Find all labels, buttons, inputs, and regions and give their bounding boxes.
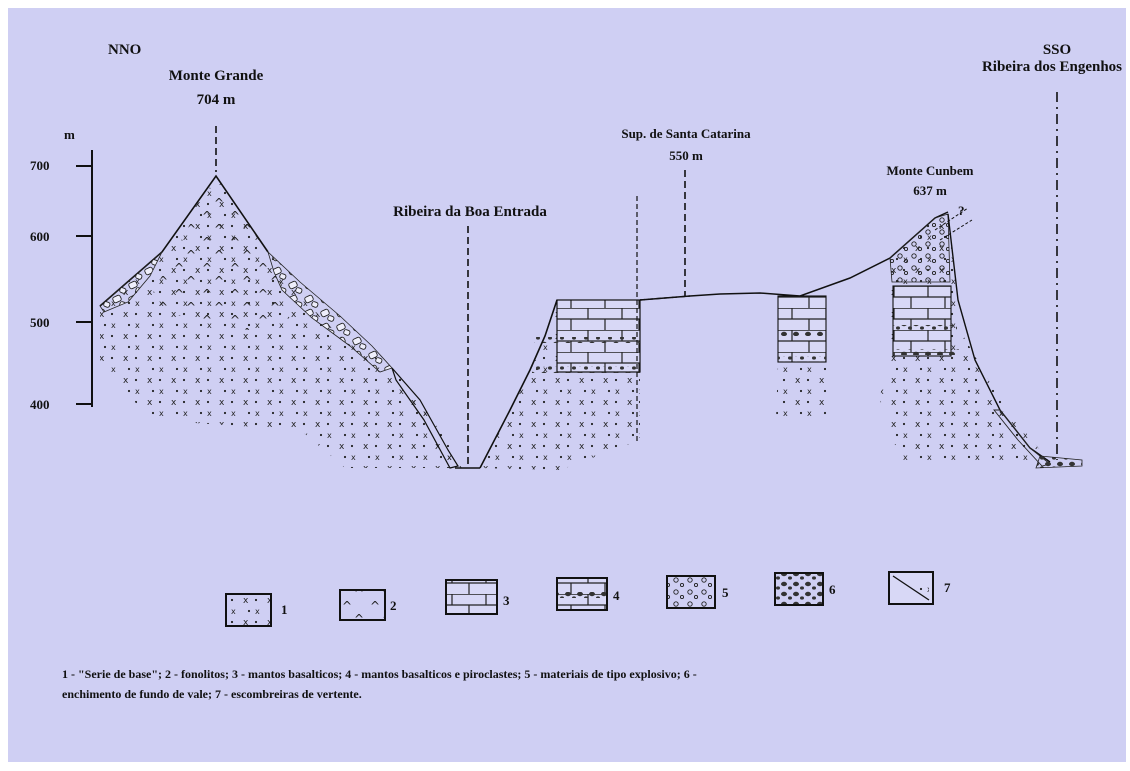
legend-number-7: 7 (944, 580, 951, 595)
legend-number-1: 1 (281, 602, 288, 617)
label-santa-catarina: Sup. de Santa Catarina (621, 126, 751, 141)
tick-700: 700 (30, 158, 50, 173)
central-basalt-block (479, 196, 641, 470)
legend-caption-line-2: enchimento de fundo de vale; 7 - escombr… (62, 687, 362, 701)
legend-number-3: 3 (503, 593, 510, 608)
uncertain-contact-mark: ? (958, 203, 965, 218)
legend-swatch-2: 2 (339, 589, 397, 621)
label-ribeira-boa-entrada: Ribeira da Boa Entrada (393, 204, 547, 220)
label-monte-grande-elev: 704 m (197, 92, 236, 108)
tick-400: 400 (30, 397, 50, 412)
label-monte-cunbem-elev: 637 m (913, 183, 947, 198)
tick-500: 500 (30, 315, 50, 330)
legend-swatch-1: 1 (225, 593, 288, 627)
legend-number-5: 5 (722, 585, 729, 600)
legend-number-2: 2 (390, 598, 397, 613)
label-santa-catarina-elev: 550 m (669, 148, 703, 163)
central-column (776, 295, 830, 420)
legend-caption-line-1: 1 - "Serie de base"; 2 - fonolitos; 3 - … (62, 667, 697, 681)
tick-600: 600 (30, 229, 50, 244)
label-monte-cunbem: Monte Cunbem (886, 163, 973, 178)
axis-unit: m (64, 127, 75, 142)
legend-swatch-5: 5 (666, 575, 729, 609)
legend-number-6: 6 (829, 582, 836, 597)
legend-swatch-6: 6 (774, 572, 836, 606)
marker-lines (215, 92, 1058, 468)
monte-cunbem-massif: ? (880, 203, 1083, 469)
label-nno: NNO (108, 42, 141, 58)
label-monte-grande: Monte Grande (169, 68, 264, 84)
label-ribeira-engenhos: Ribeira dos Engenhos (982, 59, 1122, 75)
monte-grande-massif (99, 174, 462, 469)
legend-caption: 1 - "Serie de base"; 2 - fonolitos; 3 - … (62, 664, 882, 704)
legend-swatch-4: 4 (556, 577, 620, 611)
legend-swatch-3: 3 (445, 579, 510, 615)
legend-number-4: 4 (613, 588, 620, 603)
legend-swatch-7: 7 (888, 571, 951, 605)
legend-swatches: 1 2 3 4 5 6 7 (225, 571, 951, 627)
elevation-axis: m 700 600 500 400 (30, 127, 93, 412)
label-sso: SSO (1043, 42, 1071, 58)
